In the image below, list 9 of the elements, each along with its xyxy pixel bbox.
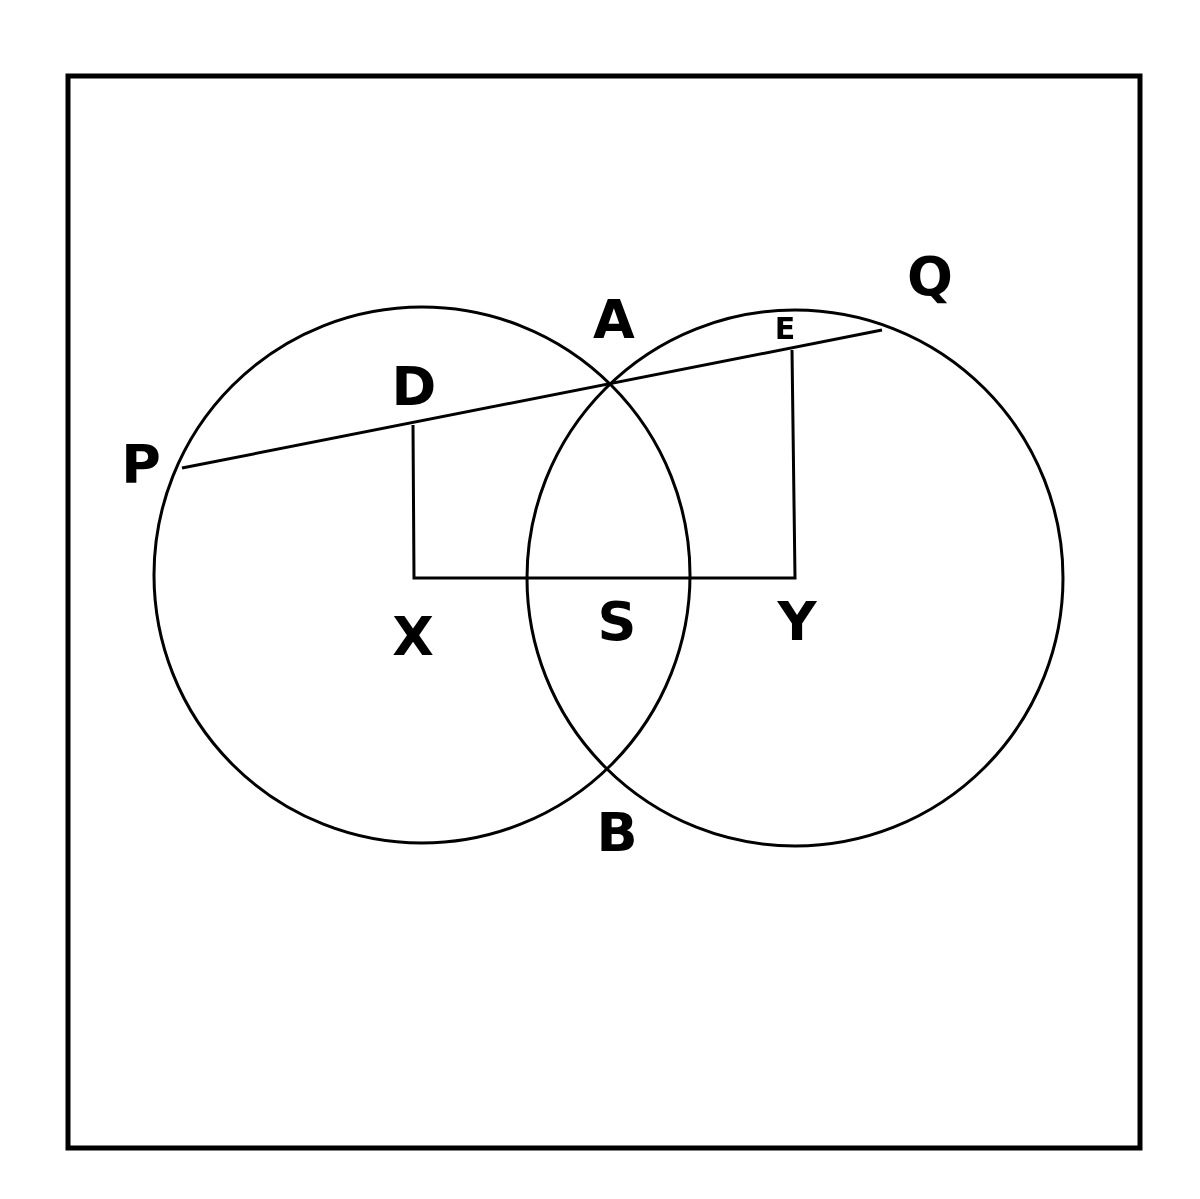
point-label: Q [907,250,953,304]
point-label: D [391,360,437,414]
point-label: S [597,595,637,649]
point-label: A [593,293,635,347]
point-label: Y [777,595,817,649]
point-label: X [392,610,434,664]
point-label: E [774,314,796,344]
point-label: B [596,806,638,860]
point-label: P [121,438,161,492]
